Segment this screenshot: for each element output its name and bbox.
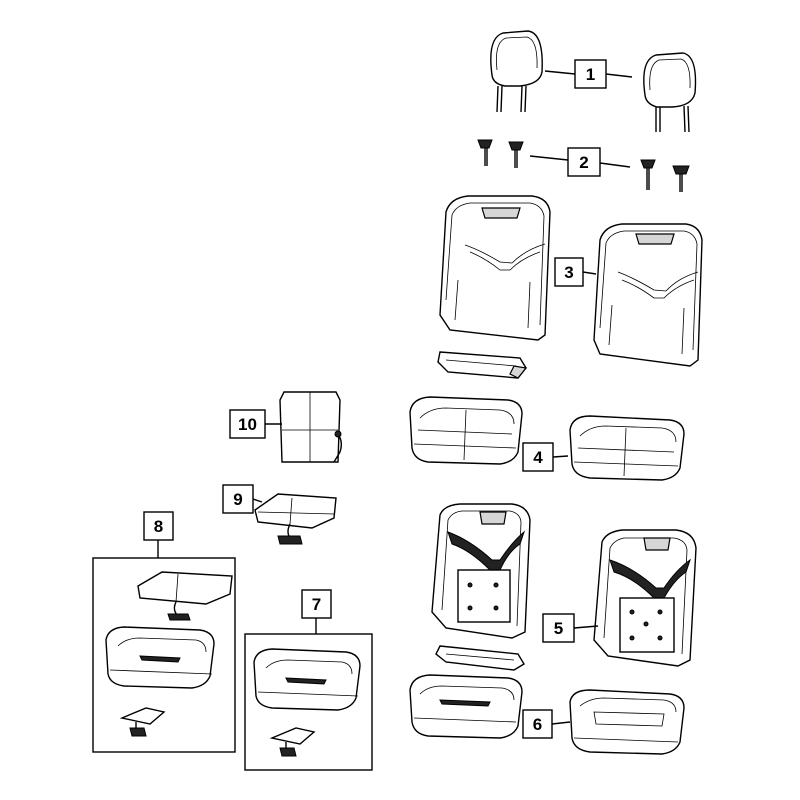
seat-back-trim-piece <box>437 351 528 379</box>
svg-text:6: 6 <box>533 715 542 734</box>
svg-text:10: 10 <box>238 415 257 434</box>
guide-sleeve-4 <box>672 165 690 192</box>
svg-text:5: 5 <box>554 619 563 638</box>
kit-7-cushion-frame <box>253 648 361 711</box>
seat-back-heater-pad <box>279 391 343 463</box>
seat-back-frame-right <box>593 529 697 667</box>
svg-text:2: 2 <box>579 153 588 172</box>
callout-1: 1 <box>574 59 607 89</box>
seat-back-cover-left <box>439 195 551 341</box>
callout-5: 5 <box>542 613 575 643</box>
seat-back-cover-right <box>593 223 703 367</box>
callout-6: 6 <box>522 709 553 739</box>
svg-text:1: 1 <box>586 65 595 84</box>
seat-cushion-frame-right <box>569 689 685 755</box>
kit-8-heater-pad <box>137 571 233 621</box>
callout-5-leader <box>573 625 599 629</box>
svg-text:9: 9 <box>233 490 242 509</box>
svg-text:7: 7 <box>312 595 321 614</box>
kit-7-box <box>244 633 373 771</box>
callout-9-leader <box>252 498 263 503</box>
kit-8-sensor-mat <box>119 707 166 737</box>
seat-cushion-cover-right <box>569 415 685 481</box>
guide-sleeve-3 <box>640 159 656 190</box>
svg-text:3: 3 <box>564 263 573 282</box>
callout-4: 4 <box>522 442 554 472</box>
callout-6-leader <box>551 721 571 725</box>
callout-7: 7 <box>301 589 332 619</box>
callout-10: 10 <box>229 409 266 439</box>
svg-text:4: 4 <box>533 448 543 467</box>
headrest-left <box>490 30 543 113</box>
seat-frame-trim-piece <box>435 645 525 671</box>
callout-3-leader <box>582 271 597 275</box>
callout-1-leaders <box>544 70 633 78</box>
headrest-right <box>643 52 697 133</box>
seat-cushion-frame-left <box>409 674 523 739</box>
kit-8-cushion-frame <box>105 626 215 689</box>
callout-8: 8 <box>143 511 174 541</box>
seat-back-frame-left <box>431 503 531 639</box>
callout-4-leader <box>552 455 569 458</box>
callout-2: 2 <box>567 147 601 177</box>
kit-8-box <box>92 557 236 753</box>
callout-9: 9 <box>222 484 254 514</box>
guide-sleeves <box>477 139 690 192</box>
guide-sleeve-1 <box>477 139 493 166</box>
svg-text:8: 8 <box>154 517 163 536</box>
seat-cushion-cover-left <box>409 396 523 465</box>
guide-sleeve-2 <box>508 141 524 168</box>
kit-7-sensor-mat <box>269 727 316 757</box>
callout-3: 3 <box>554 257 584 287</box>
seat-cushion-heater-pad <box>254 493 337 545</box>
